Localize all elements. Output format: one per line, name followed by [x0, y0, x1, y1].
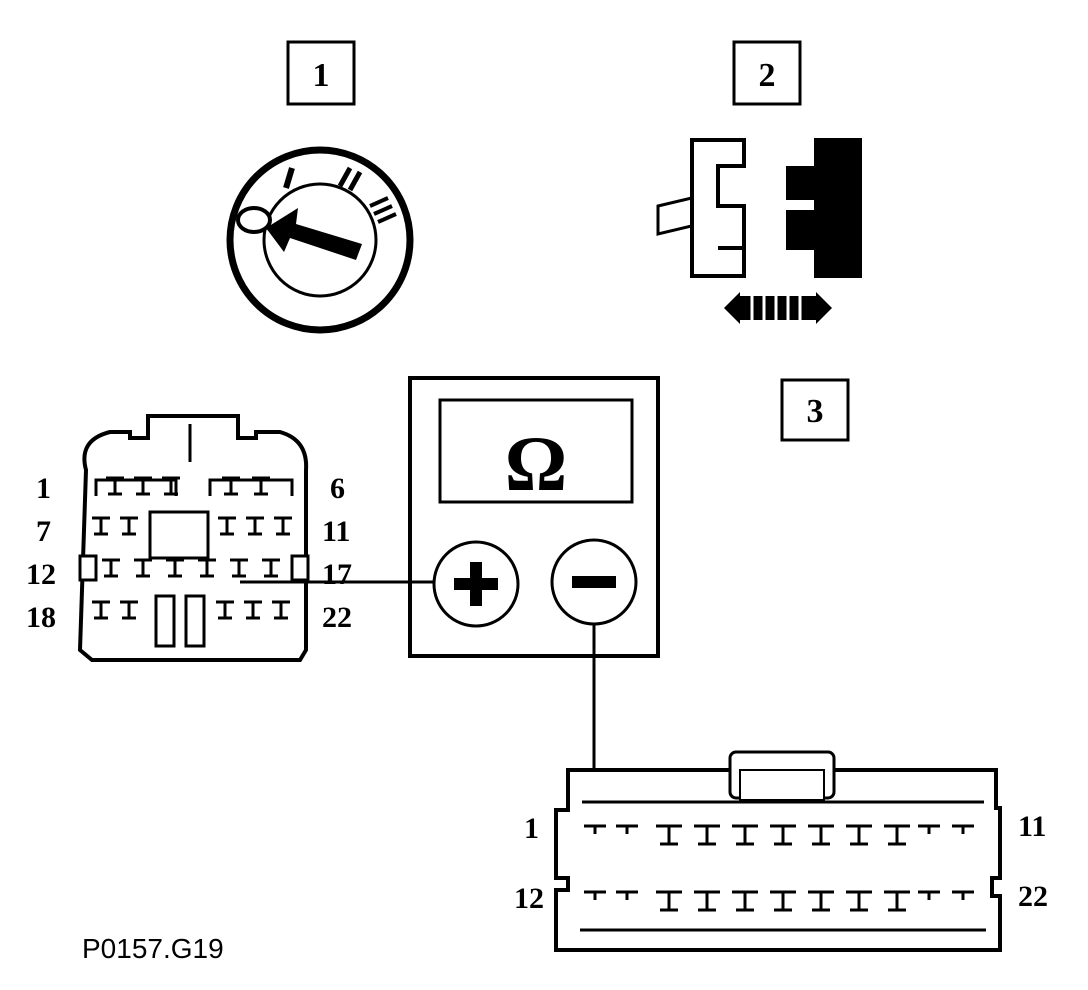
step-3-label: 3 [780, 378, 850, 442]
connector-disconnect-icon [656, 138, 862, 324]
step-1-text: 1 [313, 57, 330, 94]
connector-a-pin-22: 22 [322, 601, 352, 634]
connector-a-pin-1: 1 [36, 472, 51, 505]
connector-a-pin-11: 11 [322, 515, 350, 548]
connector-b: 1 11 12 22 [514, 750, 1048, 952]
connector-b-pin-22: 22 [1018, 880, 1048, 913]
step-3-text: 3 [807, 393, 824, 430]
plus-terminal [432, 540, 520, 628]
connector-a-pin-17: 17 [322, 558, 352, 591]
connector-b-pin-1: 1 [524, 812, 539, 845]
connector-b-pin-11: 11 [1018, 810, 1046, 843]
ohm-symbol: Ω [505, 420, 567, 507]
minus-terminal [550, 538, 638, 626]
step-1-label: 1 [286, 40, 356, 106]
ignition-switch-icon [226, 146, 414, 334]
connector-a-pin-6: 6 [330, 472, 345, 505]
connector-a-pin-12: 12 [26, 558, 56, 591]
step-2-label: 2 [732, 40, 802, 106]
connector-a: 1 6 7 11 12 17 18 22 [26, 414, 352, 662]
ohmmeter: Ω [408, 376, 660, 658]
step-2-text: 2 [759, 57, 776, 94]
connector-b-pin-12: 12 [514, 882, 544, 915]
connector-a-pin-7: 7 [36, 515, 51, 548]
figure-reference: P0157.G19 [82, 933, 224, 964]
connector-a-pin-18: 18 [26, 601, 56, 634]
